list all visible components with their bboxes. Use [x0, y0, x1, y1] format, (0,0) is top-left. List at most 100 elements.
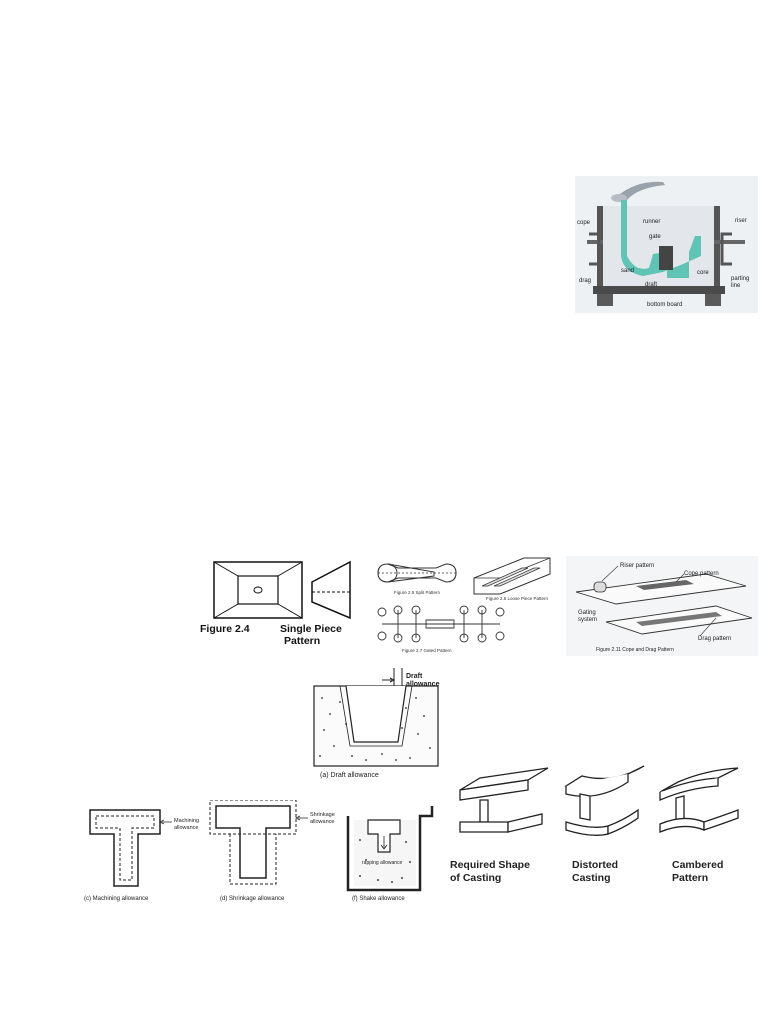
core-block: [659, 246, 673, 270]
draft-cavity-outer: [339, 685, 413, 747]
mold-diagram: cope riser runner gate sand core drag dr…: [575, 176, 758, 313]
pattern-types-diagram: Figure 2.5 Split Pattern Figure 2.6 Loos…: [377, 557, 551, 653]
distortion-figure: Required Shape of Casting Distorted Cast…: [448, 760, 750, 888]
shrinkage-outer-dashed: [209, 799, 297, 835]
drag-pattern-label: Drag pattern: [698, 636, 731, 642]
cope-drag-diagram: Riser pattern Cope pattern Gating system…: [566, 556, 758, 656]
diag-line: [277, 603, 303, 619]
allowances-figure: Machining allowance (c) Machining allowa…: [80, 799, 442, 906]
drag-pattern-shape: [636, 612, 722, 626]
shake-flask: [346, 806, 434, 892]
gating-label-2: system: [578, 617, 597, 623]
allowances-diagram: Machining allowance (c) Machining allowa…: [84, 799, 434, 902]
sand-speckles: [319, 697, 431, 761]
loose-piece-slot: [493, 567, 541, 587]
riser-leader: [601, 565, 619, 582]
riser-pattern-shape: [593, 581, 607, 593]
distortion-diagram: Required Shape of Casting Distorted Cast…: [450, 765, 739, 884]
shrinkage-label-2: allowance: [310, 819, 334, 825]
figure-2-11-caption: Figure 2.11 Cope and Drag Pattern: [596, 647, 674, 653]
label-parting: parting: [731, 276, 749, 282]
ladle-icon: [615, 181, 665, 200]
label-line: line: [731, 283, 741, 289]
loose-piece-block: [473, 557, 551, 595]
required-shape-label-1: Required Shape: [450, 859, 530, 871]
draft-caption: (a) Draft allowance: [320, 772, 379, 779]
machining-label-1: Machining: [174, 818, 199, 824]
label-draft: draft: [645, 282, 657, 288]
cambered-pattern-label-2: Pattern: [672, 872, 708, 884]
cope-leader: [675, 573, 685, 583]
draft-cavity: [345, 685, 407, 743]
drag-leader: [699, 617, 717, 637]
label-runner: runner: [643, 219, 660, 225]
board-leg-right: [705, 294, 721, 306]
cambered-pattern-beam: [659, 767, 739, 833]
shake-arrow-icon: [380, 836, 388, 850]
required-shape-beam: [459, 767, 549, 833]
diag-line: [213, 561, 239, 577]
label-drag: drag: [579, 278, 591, 284]
diag-line: [277, 561, 303, 577]
single-piece-caption: Single Piece: [280, 623, 342, 635]
single-piece-pattern-figure: Figure 2.4 Single Piece Pattern: [200, 556, 365, 647]
shake-sand-speckles: [359, 839, 411, 883]
pattern-types-figure: Figure 2.5 Split Pattern Figure 2.6 Loos…: [374, 550, 556, 656]
shake-inner-label: rapping allowance: [362, 860, 403, 866]
split-pattern: [377, 563, 457, 583]
left-clamp: [589, 232, 601, 266]
label-gate: gate: [649, 234, 661, 240]
pattern-inner-rect: [237, 575, 279, 605]
required-shape-label-2: of Casting: [450, 872, 501, 884]
machining-label-2: allowance: [174, 825, 198, 831]
cope-drag-background: [566, 556, 758, 656]
riser-pattern-label: Riser pattern: [620, 563, 654, 569]
pattern-hole: [253, 586, 263, 594]
board-leg-left: [597, 294, 613, 306]
label-riser: riser: [735, 218, 747, 224]
shake-caption: (f) Shake allowance: [352, 896, 405, 902]
pattern-top-view: [213, 561, 303, 619]
machining-caption: (c) Machining allowance: [84, 896, 149, 902]
gating-label-1: Gating: [578, 610, 596, 616]
cambered-pattern-label-1: Cambered: [672, 859, 723, 871]
gated-pattern: [377, 605, 505, 643]
machining-inner-dashed: [95, 815, 155, 881]
cope-plate: [575, 573, 747, 605]
loose-caption: Figure 2.6 Loose Piece Pattern: [486, 596, 549, 601]
label-core: core: [697, 270, 709, 276]
split-pattern-left-end: [387, 563, 435, 583]
shrinkage-stem-dashed: [229, 834, 277, 885]
cope-pattern-shape: [636, 580, 694, 590]
machining-outline: [89, 809, 161, 887]
right-clamp: [720, 232, 732, 266]
loose-piece-slot: [481, 567, 529, 587]
bottom-board: [593, 286, 725, 294]
shrinkage-caption: (d) Shrinkage allowance: [220, 896, 285, 902]
draft-label-2: allowance: [406, 681, 440, 688]
shrinkage-arrow-icon: [295, 815, 308, 821]
gated-caption: Figure 2.7 Gated Pattern: [402, 648, 452, 653]
distorted-casting-beam: [564, 765, 645, 836]
diag-line: [213, 603, 239, 619]
shrinkage-outline: [215, 805, 291, 879]
label-sand: sand: [621, 268, 634, 274]
draft-allowance-figure: Draft allowance (a) Draft allowance: [306, 668, 446, 780]
pattern-side-view: [311, 560, 351, 620]
machining-arrow-icon: [159, 819, 172, 825]
shrinkage-label-1: Shrinkage: [310, 812, 335, 818]
draft-arrow-icon: [382, 677, 396, 683]
label-cope: cope: [577, 220, 591, 226]
label-bottom-board: bottom board: [647, 302, 682, 308]
split-caption: Figure 2.5 Split Pattern: [394, 590, 441, 595]
single-piece-diagram: Figure 2.4 Single Piece Pattern: [200, 560, 351, 647]
cope-drag-pattern-figure: Riser pattern Cope pattern Gating system…: [566, 556, 758, 656]
cope-pattern-label: Cope pattern: [684, 571, 719, 577]
flask-right-wall: [714, 206, 720, 286]
pattern-caption: Pattern: [284, 635, 320, 646]
distorted-casting-label-2: Casting: [572, 872, 611, 884]
draft-allowance-diagram: Draft allowance (a) Draft allowance: [313, 668, 440, 779]
distorted-casting-label-1: Distorted: [572, 859, 618, 871]
figure-2-4-label: Figure 2.4: [200, 623, 250, 635]
mold-cross-section-figure: cope riser runner gate sand core drag dr…: [575, 176, 758, 313]
